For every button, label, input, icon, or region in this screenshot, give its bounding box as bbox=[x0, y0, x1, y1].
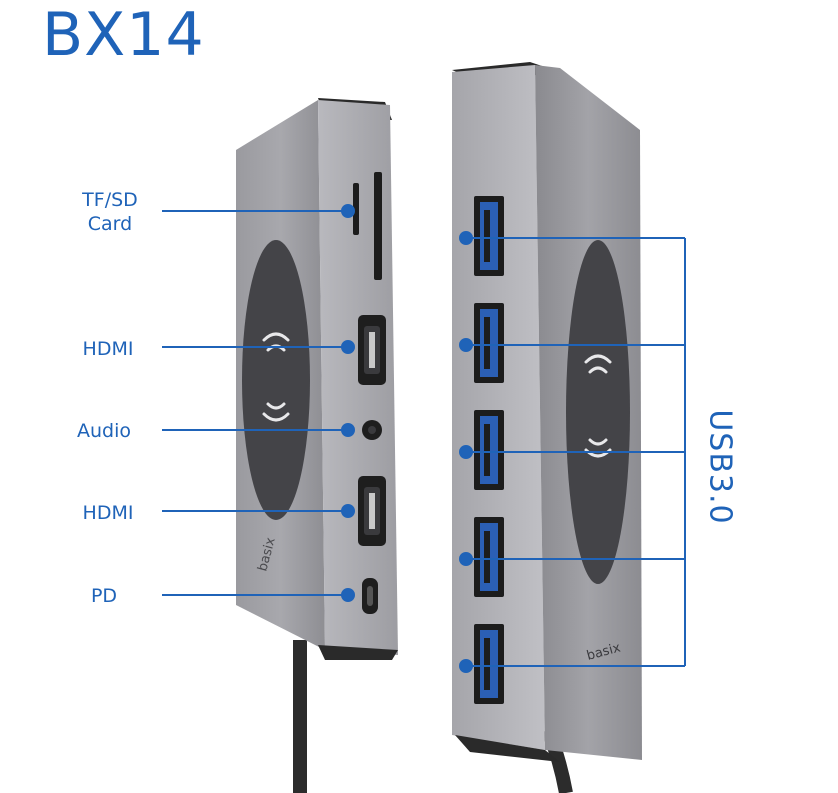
usb-callout-dot bbox=[459, 445, 473, 459]
label-usb3-text: USB3.0 bbox=[702, 409, 738, 525]
usb-callout-dot bbox=[459, 552, 473, 566]
left-wireless-pad bbox=[242, 240, 310, 520]
usb-port-group bbox=[474, 196, 504, 704]
label-tf-sd-card: TF/SD Card bbox=[82, 189, 138, 235]
right-hub: basix bbox=[452, 62, 642, 762]
usb-a-port-icon bbox=[474, 624, 504, 704]
label-hdmi-1: HDMI bbox=[82, 338, 134, 360]
right-callout-lines bbox=[459, 231, 686, 673]
usb-callout-dot bbox=[459, 338, 473, 352]
label-pd: PD bbox=[90, 585, 118, 607]
usb-a-port-icon bbox=[474, 410, 504, 490]
usb-c-port-icon bbox=[362, 578, 378, 614]
hdmi-port-icon bbox=[358, 476, 386, 546]
product-title: BX14 bbox=[42, 0, 205, 70]
usb-callout-dot bbox=[459, 659, 473, 673]
usb-callout-dot bbox=[459, 231, 473, 245]
audio-jack-icon bbox=[362, 420, 382, 440]
hdmi-port-icon bbox=[358, 315, 386, 385]
label-audio: Audio bbox=[76, 420, 131, 442]
usb-a-port-icon bbox=[474, 517, 504, 597]
left-hub: basix bbox=[236, 98, 398, 660]
right-wireless-pad bbox=[566, 240, 630, 584]
label-usb3: USB3.0 bbox=[700, 392, 740, 542]
usb-a-port-icon bbox=[474, 303, 504, 383]
left-callout-lines bbox=[162, 204, 355, 602]
card-slot-icon bbox=[353, 172, 382, 280]
label-hdmi-2: HDMI bbox=[82, 502, 134, 524]
usb-a-port-icon bbox=[474, 196, 504, 276]
